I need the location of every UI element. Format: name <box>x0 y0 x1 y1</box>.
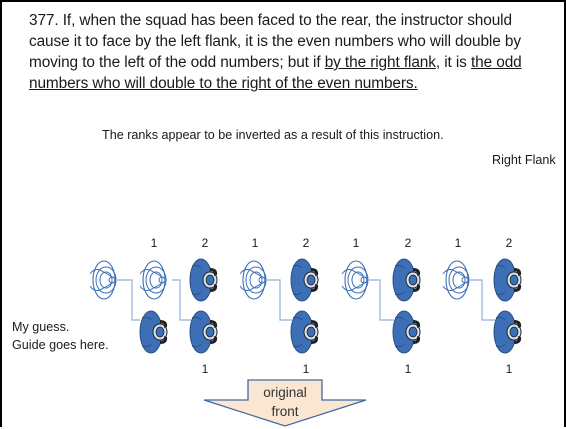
soldier-icon <box>189 258 218 302</box>
soldier-icon <box>290 310 319 354</box>
soldier-icon <box>392 258 421 302</box>
ghost-soldier-icon <box>89 260 117 300</box>
bottom-number-label: 1 <box>404 362 412 376</box>
soldier-icon <box>189 310 218 354</box>
right-flank-label: Right Flank <box>492 153 556 167</box>
ghost-soldier-icon <box>341 260 369 300</box>
connector-5 <box>470 279 496 321</box>
connector-3 <box>267 279 292 321</box>
ghost-soldier-icon <box>442 260 470 300</box>
guess-line-2: Guide goes here. <box>12 338 109 352</box>
arrow-line-2: front <box>271 404 299 419</box>
paragraph-underlined-odd-numbers: the odd numbers who will double to the r… <box>29 54 522 92</box>
top-number-label: 1 <box>454 236 462 250</box>
movement-connectors <box>117 279 496 321</box>
top-number-label: 2 <box>201 236 209 250</box>
top-number-label: 2 <box>302 236 310 250</box>
bottom-number-label: 1 <box>302 362 310 376</box>
connector-1 <box>117 279 140 321</box>
connector-4 <box>369 279 394 321</box>
paragraph-underlined-right-flank: by the right flank <box>324 54 436 71</box>
top-number-label: 2 <box>505 236 513 250</box>
soldier-icon <box>493 310 522 354</box>
soldier-icon <box>392 310 421 354</box>
guess-line-1: My guess. <box>12 320 70 334</box>
connector-2 <box>172 279 192 321</box>
soldier-icon <box>139 310 168 354</box>
inversion-note: The ranks appear to be inverted as a res… <box>102 128 444 142</box>
soldier-icon <box>290 258 319 302</box>
guess-label: My guess. Guide goes here. <box>12 318 109 354</box>
ghost-soldier-icon <box>239 260 267 300</box>
bottom-number-label: 1 <box>201 362 209 376</box>
top-number-label: 1 <box>150 236 158 250</box>
arrow-line-1: original <box>263 385 307 400</box>
down-arrow-icon <box>203 379 367 427</box>
paragraph-text-1: 377. If, when the squad has been faced t… <box>29 12 521 71</box>
paragraph-text-2: , it is <box>435 54 471 71</box>
bottom-number-label: 1 <box>505 362 513 376</box>
top-number-label: 1 <box>352 236 360 250</box>
top-number-label: 1 <box>251 236 259 250</box>
top-number-label: 2 <box>404 236 412 250</box>
original-front-label: original front <box>246 383 324 421</box>
soldier-icon <box>493 258 522 302</box>
instruction-paragraph: 377. If, when the squad has been faced t… <box>29 10 549 94</box>
ghost-soldier-icon <box>139 260 167 300</box>
